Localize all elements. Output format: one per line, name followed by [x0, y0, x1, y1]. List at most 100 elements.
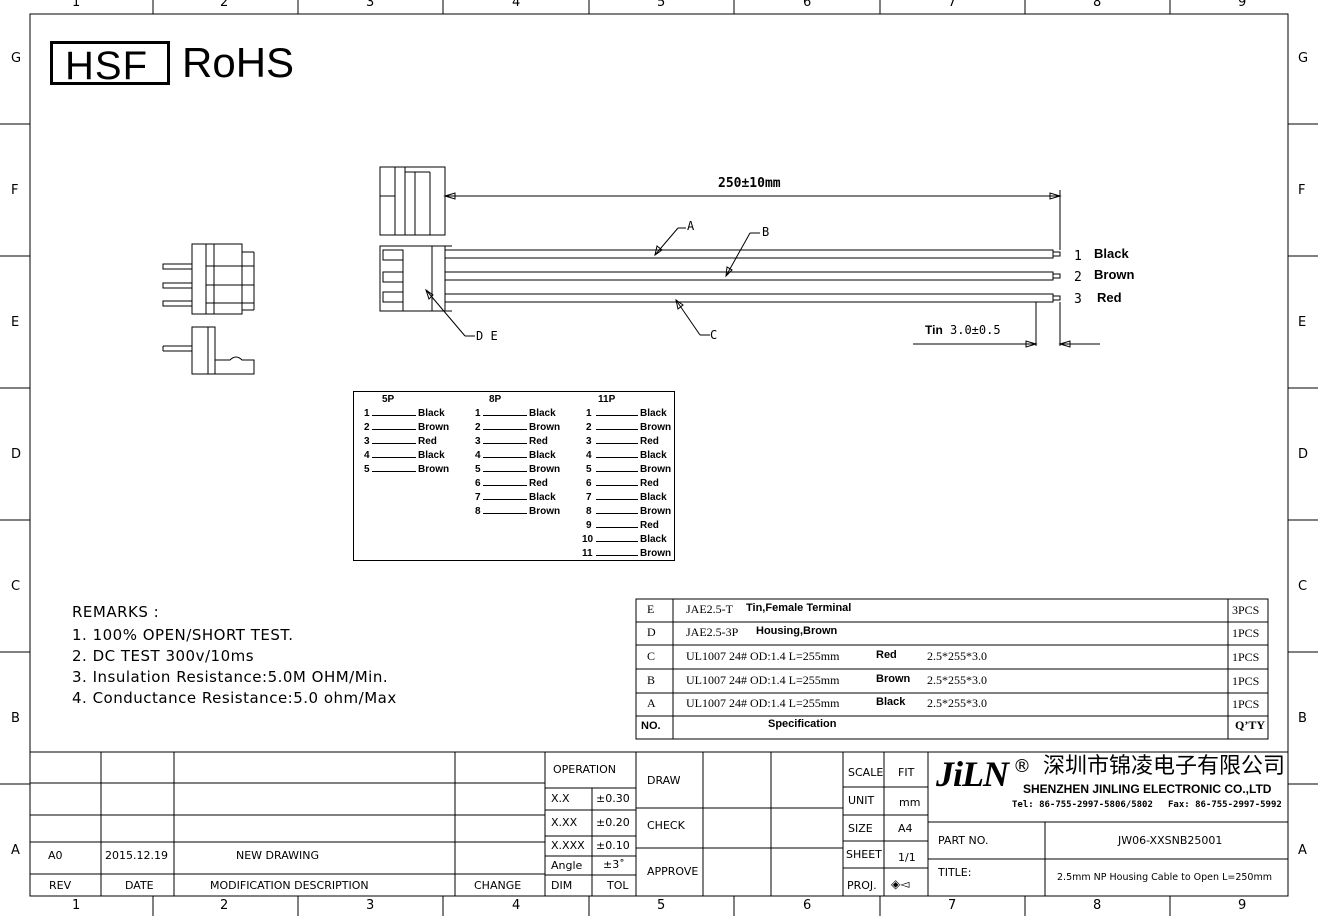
pin-leader-line	[372, 471, 416, 472]
col-label: 2	[220, 0, 229, 10]
bom-item-desc: Housing,Brown	[756, 625, 838, 637]
registered-mark: ®	[1013, 756, 1031, 777]
pin-number: 5	[475, 464, 481, 475]
col-label: 8	[1093, 898, 1102, 913]
pin-number: 2	[475, 422, 481, 433]
bom-item-no: A	[647, 696, 656, 710]
pin-number: 4	[586, 450, 592, 461]
pin-wire-color: Red	[529, 478, 548, 489]
col-label: 2	[220, 898, 229, 913]
callout-de: D E	[476, 329, 498, 343]
bom-header-spec: Specification	[768, 718, 837, 730]
pin-wire-color: Brown	[640, 548, 672, 559]
title-label: TITLE:	[938, 866, 972, 879]
row-label: A	[1298, 843, 1307, 858]
pin-number: 9	[586, 520, 592, 531]
company-tel: Tel: 86-755-2997-5806/5802	[1012, 800, 1153, 810]
pin-wire-color: Red	[529, 436, 548, 447]
pin-wire-color: Black	[529, 408, 556, 419]
remark-item: 4. Conductance Resistance:5.0 ohm/Max	[72, 689, 397, 707]
tol-key: X.XX	[551, 816, 578, 829]
pin-wire-color: Black	[529, 450, 556, 461]
tolerance-title: OPERATION	[553, 763, 616, 776]
pin-wire-color: Brown	[529, 464, 561, 475]
tol-value: ±0.10	[596, 839, 630, 852]
pin-wire-color: Black	[640, 534, 667, 545]
pin-wire-color: Red	[418, 436, 437, 447]
col-label: 9	[1238, 898, 1247, 913]
row-label: B	[1298, 711, 1307, 726]
wire-number: 2	[1074, 270, 1082, 285]
pin-count-title: 5P	[382, 394, 395, 405]
pin-count-title: 8P	[489, 394, 502, 405]
tol-value: ±0.20	[596, 816, 630, 829]
mod-description-value: NEW DRAWING	[236, 849, 320, 862]
company-name-cn: 深圳市锦凌电子有限公司	[1043, 754, 1286, 779]
draw-label: DRAW	[647, 774, 681, 787]
bom-item-desc: Black	[876, 696, 906, 708]
bom-item-size: 2.5*255*3.0	[927, 673, 987, 687]
bom-item-desc: Tin,Female Terminal	[746, 602, 852, 614]
callout-b: B	[762, 225, 770, 239]
pin-leader-line	[372, 415, 416, 416]
bom-item-code: UL1007 24# OD:1.4 L=255mm	[686, 673, 840, 687]
color-code-table	[353, 391, 675, 561]
bom-item-qty: 1PCS	[1232, 650, 1260, 664]
row-label: C	[11, 579, 21, 594]
pin-leader-line	[596, 457, 638, 458]
pin-leader-line	[483, 499, 527, 500]
pin-wire-color: Brown	[529, 506, 561, 517]
pin-number: 5	[586, 464, 592, 475]
pin-number: 4	[364, 450, 370, 461]
pin-wire-color: Black	[640, 492, 667, 503]
col-label: 5	[657, 898, 666, 913]
bom-item-no: E	[647, 602, 655, 616]
unit-value: mm	[899, 796, 921, 809]
pin-leader-line	[596, 499, 638, 500]
pin-leader-line	[483, 471, 527, 472]
scale-key: SCALE	[848, 766, 884, 779]
row-label: F	[11, 183, 19, 198]
pin-leader-line	[596, 415, 638, 416]
wire-color: Brown	[1094, 267, 1135, 282]
pin-number: 1	[364, 408, 370, 419]
pin-number: 7	[586, 492, 592, 503]
pin-wire-color: Red	[640, 520, 659, 531]
pin-wire-color: Black	[640, 450, 667, 461]
company-logo: JiLN	[936, 754, 1009, 794]
pin-wire-color: Red	[640, 436, 659, 447]
pin-number: 3	[475, 436, 481, 447]
bom-header-no: NO.	[641, 720, 661, 732]
pin-wire-color: Brown	[640, 506, 672, 517]
col-label: 4	[512, 898, 521, 913]
col-label: 3	[366, 898, 375, 913]
pin-number: 8	[586, 506, 592, 517]
bom-item-code: JAE2.5-T	[686, 602, 733, 616]
pin-number: 3	[586, 436, 592, 447]
pin-wire-color: Black	[418, 408, 445, 419]
pin-leader-line	[483, 485, 527, 486]
pin-leader-line	[596, 429, 638, 430]
bom-item-no: D	[647, 625, 656, 639]
pin-leader-line	[372, 443, 416, 444]
tol-value: TOL	[607, 879, 629, 892]
pin-number: 11	[582, 548, 593, 559]
pin-leader-line	[483, 443, 527, 444]
pin-wire-color: Black	[640, 408, 667, 419]
bom-item-qty: 1PCS	[1232, 674, 1260, 688]
pin-leader-line	[372, 429, 416, 430]
pin-leader-line	[596, 485, 638, 486]
row-label: F	[1298, 183, 1306, 198]
col-label: 5	[657, 0, 666, 10]
pin-leader-line	[483, 513, 527, 514]
wire-color: Red	[1097, 290, 1122, 305]
bom-header-qty: Q’TY	[1235, 718, 1265, 732]
remark-item: 2. DC TEST 300v/10ms	[72, 647, 255, 665]
pin-leader-line	[596, 555, 638, 556]
size-value: A4	[898, 822, 913, 835]
sheet-value: 1/1	[898, 851, 916, 864]
pin-number: 3	[364, 436, 370, 447]
bom-item-no: C	[647, 649, 656, 663]
